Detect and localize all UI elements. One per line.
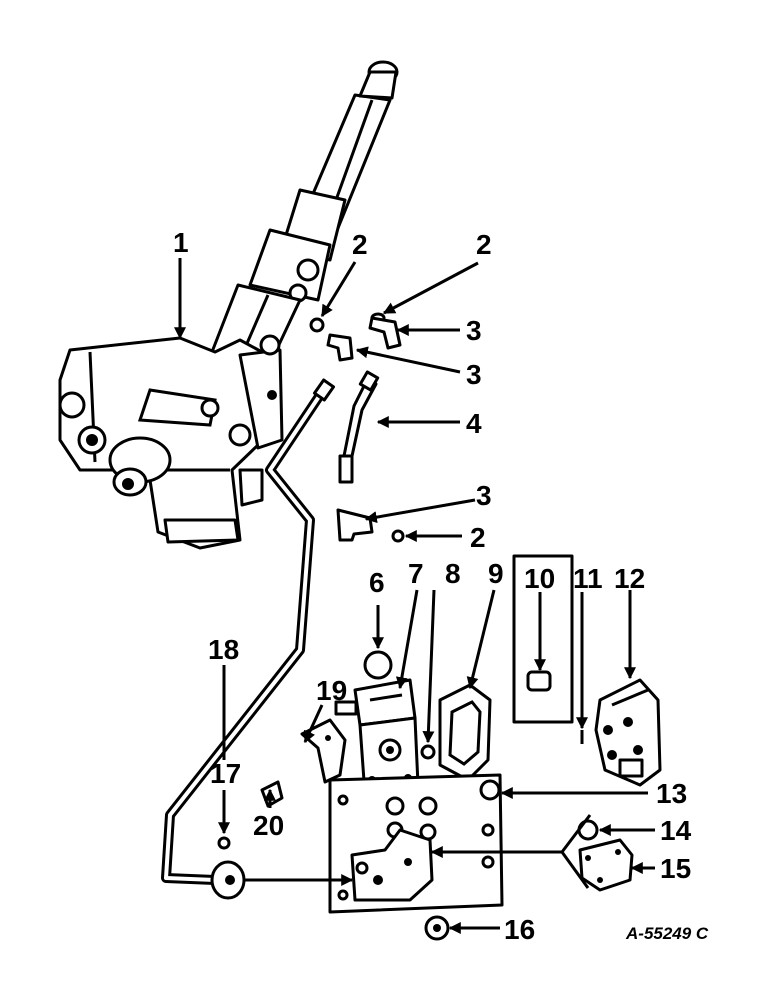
kit-box-10 — [512, 554, 574, 724]
callout-14: 14 — [660, 815, 692, 846]
o-ring-6 — [363, 650, 393, 680]
callout-12: 12 — [614, 563, 645, 594]
callout-18: 18 — [208, 634, 239, 665]
o-ring-17 — [217, 836, 231, 850]
callout-7: 7 — [408, 558, 424, 589]
callout-2c: 2 — [470, 522, 486, 553]
callout-10: 10 — [524, 563, 555, 594]
callout-16: 16 — [504, 914, 535, 945]
callout-8: 8 — [445, 558, 461, 589]
elbow-fitting-upper-right — [368, 316, 402, 350]
clip-20 — [260, 780, 284, 808]
callout-9: 9 — [488, 558, 504, 589]
steering-gear-assembly — [58, 60, 399, 550]
hydraulic-tube-4 — [338, 370, 380, 484]
callout-13: 13 — [656, 778, 687, 809]
callout-2b: 2 — [476, 229, 492, 260]
cover-15 — [578, 838, 634, 892]
nut-16 — [424, 915, 450, 941]
callout-1: 1 — [173, 227, 189, 258]
callout-6: 6 — [369, 567, 385, 598]
callout-3a: 3 — [466, 315, 482, 346]
o-ring-8 — [420, 744, 436, 760]
pressure-tube-18 — [161, 378, 336, 900]
o-ring-upper-left — [309, 317, 325, 333]
callout-17: 17 — [210, 758, 241, 789]
drawing-id-label: A-55249 C — [625, 924, 709, 943]
callout-4: 4 — [466, 408, 482, 439]
callout-19: 19 — [316, 675, 347, 706]
callout-11: 11 — [573, 563, 603, 594]
cover-plate-13 — [328, 773, 504, 914]
gasket-9 — [438, 683, 492, 782]
pump-body-7 — [334, 678, 420, 797]
o-ring-lower — [391, 529, 405, 543]
leader-lines — [174, 258, 655, 934]
callout-3b: 3 — [466, 359, 482, 390]
bracket-19 — [300, 718, 347, 784]
callout-20: 20 — [253, 810, 284, 841]
pump-cover-12 — [594, 678, 662, 787]
callout-15: 15 — [660, 853, 691, 884]
elbow-fitting-lower — [336, 508, 374, 542]
elbow-fitting-upper-left — [326, 333, 354, 362]
callout-3c: 3 — [476, 480, 492, 511]
callout-2a: 2 — [352, 229, 368, 260]
